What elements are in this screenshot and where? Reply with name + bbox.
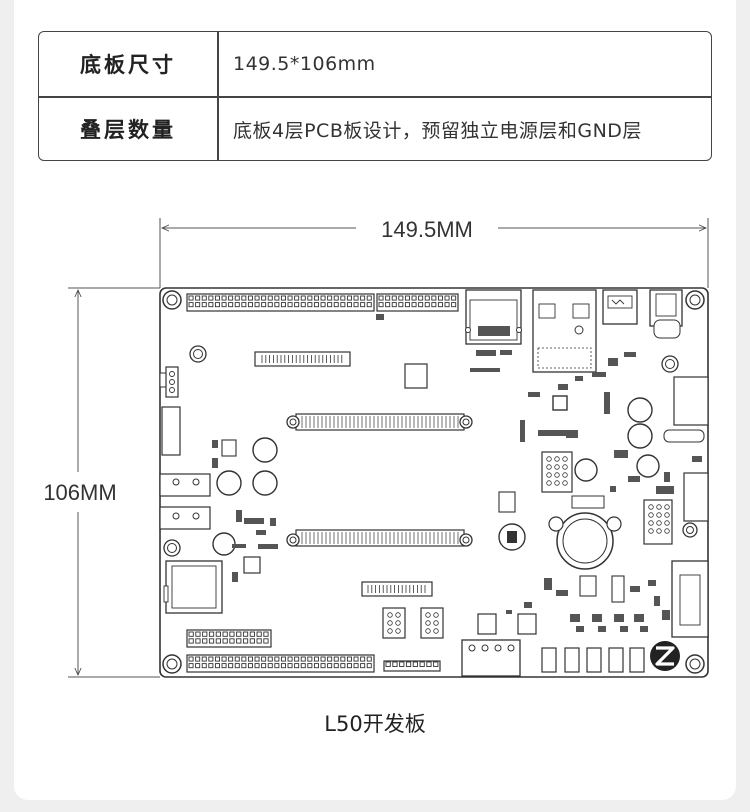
dc-power-jack xyxy=(649,289,683,339)
spec-label: 叠层数量 xyxy=(80,118,176,142)
height-dimension: 106MM xyxy=(43,287,160,678)
left-components xyxy=(159,366,223,614)
spec-divider xyxy=(39,96,711,98)
right-connectors xyxy=(663,376,709,638)
screw-terminal xyxy=(461,639,521,677)
fpc-connector-bottom xyxy=(361,581,433,597)
jumper-blocks xyxy=(382,451,673,639)
logo-icon xyxy=(650,641,680,671)
height-label: 106MM xyxy=(43,480,116,505)
bottom-pin-headers xyxy=(186,629,441,673)
battery-holder xyxy=(548,512,622,570)
width-label: 149.5MM xyxy=(381,217,473,242)
spec-table: 底板尺寸 149.5*106mm 叠层数量 底板4层PCB板设计，预留独立电源层… xyxy=(38,31,712,161)
tact-buttons xyxy=(541,647,645,673)
ethernet-jack xyxy=(465,289,522,345)
core-board-connectors xyxy=(286,413,473,547)
spec-value: 底板4层PCB板设计，预留独立电源层和GND层 xyxy=(233,119,642,142)
spec-column-divider xyxy=(217,32,219,160)
width-dimension: 149.5MM xyxy=(159,217,709,288)
mounting-holes xyxy=(162,290,705,674)
diagram-caption: L50开发板 xyxy=(324,712,426,736)
spec-row-size: 底板尺寸 149.5*106mm xyxy=(39,32,711,96)
usb-port-block xyxy=(532,289,638,373)
ic-chips xyxy=(221,363,625,635)
spec-row-layers: 叠层数量 底板4层PCB板设计，预留独立电源层和GND层 xyxy=(39,97,711,160)
spec-label: 底板尺寸 xyxy=(80,53,176,77)
spec-value: 149.5*106mm xyxy=(233,53,376,75)
smd-components xyxy=(212,314,702,632)
electrolytic-capacitors xyxy=(212,397,660,556)
top-pin-header xyxy=(186,293,459,312)
fpc-connector-top xyxy=(254,351,351,367)
